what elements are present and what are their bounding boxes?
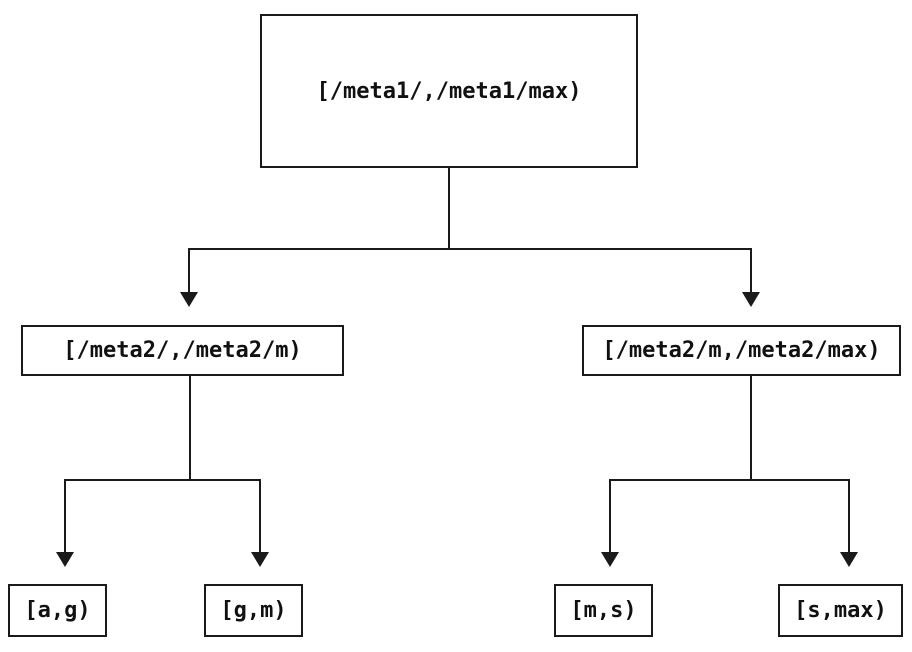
edge-root-branch — [188, 248, 752, 292]
arrowhead-to-mid-right — [742, 292, 760, 307]
tree-node-mid-right-label: [/meta2/m,/meta2/max) — [602, 338, 881, 363]
tree-node-mid-left: [/meta2/,/meta2/m) — [21, 325, 344, 376]
tree-node-leaf-ms-label: [m,s) — [570, 598, 637, 623]
tree-node-leaf-gm-label: [g,m) — [220, 598, 287, 623]
edge-mid-right-branch — [609, 479, 850, 552]
tree-node-root: [/meta1/,/meta1/max) — [260, 14, 638, 168]
tree-node-leaf-ms: [m,s) — [554, 584, 653, 637]
tree-node-leaf-ag: [a,g) — [8, 584, 107, 637]
arrowhead-to-leaf-gm — [251, 552, 269, 567]
tree-node-leaf-smax-label: [s,max) — [794, 598, 887, 623]
tree-node-root-label: [/meta1/,/meta1/max) — [316, 78, 582, 104]
arrowhead-to-leaf-ag — [56, 552, 74, 567]
tree-node-leaf-gm: [g,m) — [204, 584, 303, 637]
tree-node-mid-right: [/meta2/m,/meta2/max) — [582, 325, 901, 376]
tree-node-leaf-smax: [s,max) — [778, 584, 903, 637]
arrowhead-to-mid-left — [180, 292, 198, 307]
tree-node-leaf-ag-label: [a,g) — [24, 598, 91, 623]
tree-node-mid-left-label: [/meta2/,/meta2/m) — [63, 338, 302, 363]
arrowhead-to-leaf-ms — [601, 552, 619, 567]
arrowhead-to-leaf-smax — [840, 552, 858, 567]
edge-mid-left-branch — [64, 479, 261, 552]
